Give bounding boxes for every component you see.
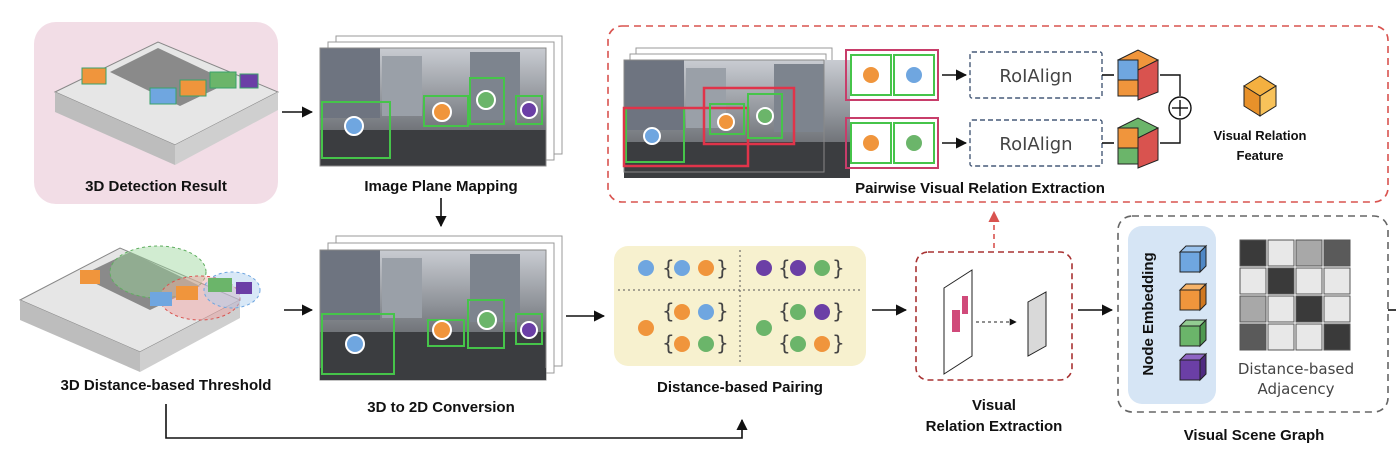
feature-cube-icon <box>1243 75 1277 117</box>
svg-text:}: } <box>832 299 845 323</box>
dist-thresh-label: 3D Distance-based Threshold <box>61 377 272 394</box>
det-result-panel: 3D Detection Result <box>34 22 280 204</box>
det-result-label: 3D Detection Result <box>85 178 227 195</box>
svg-text:}: } <box>716 256 729 280</box>
feature-cube-icon <box>1116 49 1160 101</box>
roi-label-2: RoIAlign <box>999 134 1072 155</box>
vsg-label: Visual Scene Graph <box>1184 427 1325 444</box>
image-plane-stack: Image Plane Mapping <box>319 35 563 195</box>
svg-text:}: } <box>832 256 845 280</box>
svg-text:}: } <box>716 331 729 355</box>
img-plane-label: Image Plane Mapping <box>364 178 517 195</box>
pairing-label: Distance-based Pairing <box>657 379 823 396</box>
svg-text:{: { <box>662 256 675 280</box>
svg-text:{: { <box>662 331 675 355</box>
vrf-label-2: Feature <box>1237 148 1284 163</box>
vre-label-1: Visual <box>972 397 1016 414</box>
feature-cube-icon <box>1116 117 1160 169</box>
bypass-arrow <box>165 404 748 439</box>
node-cubes <box>1178 244 1208 382</box>
plus-circle-icon <box>1168 96 1192 120</box>
adj-label-1: Distance-based <box>1238 360 1354 378</box>
vre-label-2: Relation Extraction <box>926 418 1063 435</box>
svg-text:{: { <box>778 299 791 323</box>
pairing-panel: { } { } { } { } { } { } Distance-based P… <box>614 246 866 396</box>
pairwise-label: Pairwise Visual Relation Extraction <box>855 180 1105 197</box>
adjacency-matrix <box>1239 239 1351 351</box>
svg-text:{: { <box>662 299 675 323</box>
scene-graph-panel: Node Embedding <box>1117 215 1389 444</box>
svg-text:{: { <box>778 331 791 355</box>
roi-label-1: RoIAlign <box>999 66 1072 87</box>
svg-text:}: } <box>832 331 845 355</box>
adj-label-2: Adjacency <box>1258 380 1335 398</box>
pairwise-panel: RoIAlign RoIAlign Visual Relation Fea <box>607 25 1389 203</box>
conversion-stack: 3D to 2D Conversion <box>319 235 563 416</box>
node-emb-label: Node Embedding <box>1140 252 1157 375</box>
svg-text:}: } <box>716 299 729 323</box>
dist-threshold-panel: 3D Distance-based Threshold <box>18 245 272 394</box>
vrf-label-1: Visual Relation <box>1214 128 1307 143</box>
conv-label: 3D to 2D Conversion <box>367 399 515 416</box>
svg-text:{: { <box>778 256 791 280</box>
vre-panel: Visual Relation Extraction <box>915 251 1073 435</box>
